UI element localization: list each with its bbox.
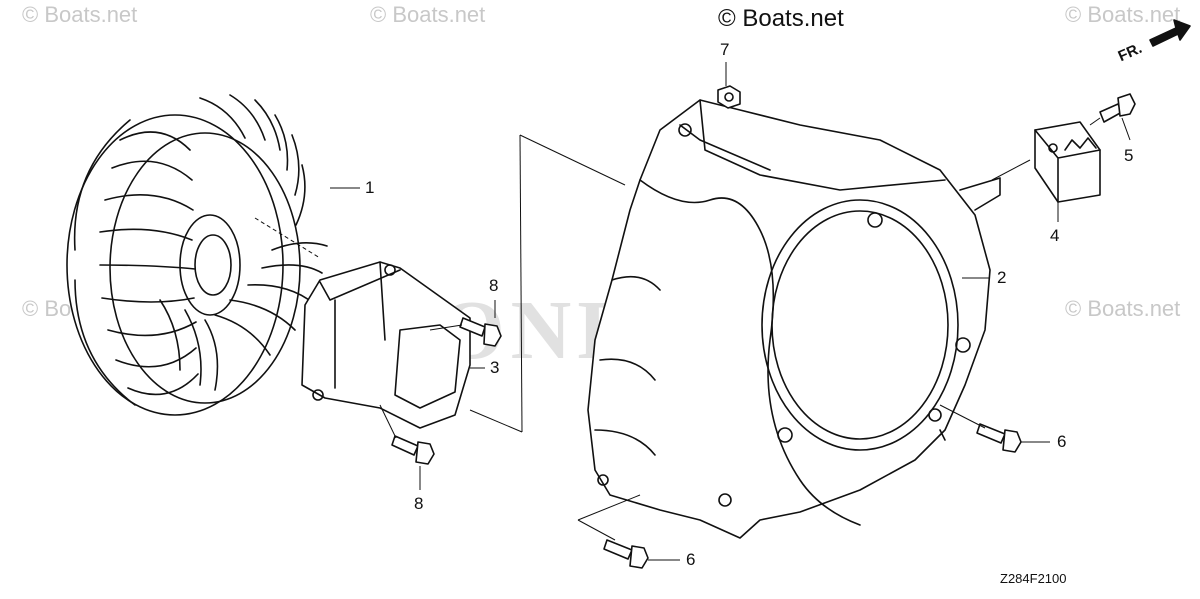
bolt-5-drawing xyxy=(1099,93,1136,123)
watermark-text: © Boats.net xyxy=(1065,296,1181,321)
watermark-text: © Boats.net xyxy=(370,2,486,27)
inner-shroud-drawing xyxy=(301,261,471,429)
flywheel-drawing xyxy=(66,94,328,416)
callout-6-lower[interactable]: 6 xyxy=(686,550,696,569)
bracket-drawing xyxy=(1034,121,1101,203)
diagram-code: Z284F2100 xyxy=(1000,571,1067,586)
callout-5[interactable]: 5 xyxy=(1124,146,1134,165)
fan-cover-drawing xyxy=(587,99,1001,539)
bolt-8b-drawing xyxy=(391,435,435,465)
callout-2[interactable]: 2 xyxy=(997,268,1007,287)
direction-arrow-icon xyxy=(1149,19,1191,47)
callout-6-upper[interactable]: 6 xyxy=(1057,432,1067,451)
callout-3[interactable]: 3 xyxy=(490,358,500,377)
callout-4[interactable]: 4 xyxy=(1050,226,1060,245)
bolt-6a-drawing xyxy=(976,423,1022,453)
nut-drawing xyxy=(717,85,741,109)
callout-7[interactable]: 7 xyxy=(720,40,730,59)
bolt-8a-drawing xyxy=(459,317,502,347)
watermark-text: © Boats.net xyxy=(22,2,138,27)
callout-8-upper[interactable]: 8 xyxy=(489,276,499,295)
leader-lines xyxy=(254,62,1131,561)
callout-1[interactable]: 1 xyxy=(365,178,375,197)
bolt-6b-drawing xyxy=(603,539,649,569)
watermark-text: © Boats.net xyxy=(1065,2,1181,27)
callout-8-lower[interactable]: 8 xyxy=(414,494,424,513)
watermark-main: © Boats.net xyxy=(718,5,844,32)
